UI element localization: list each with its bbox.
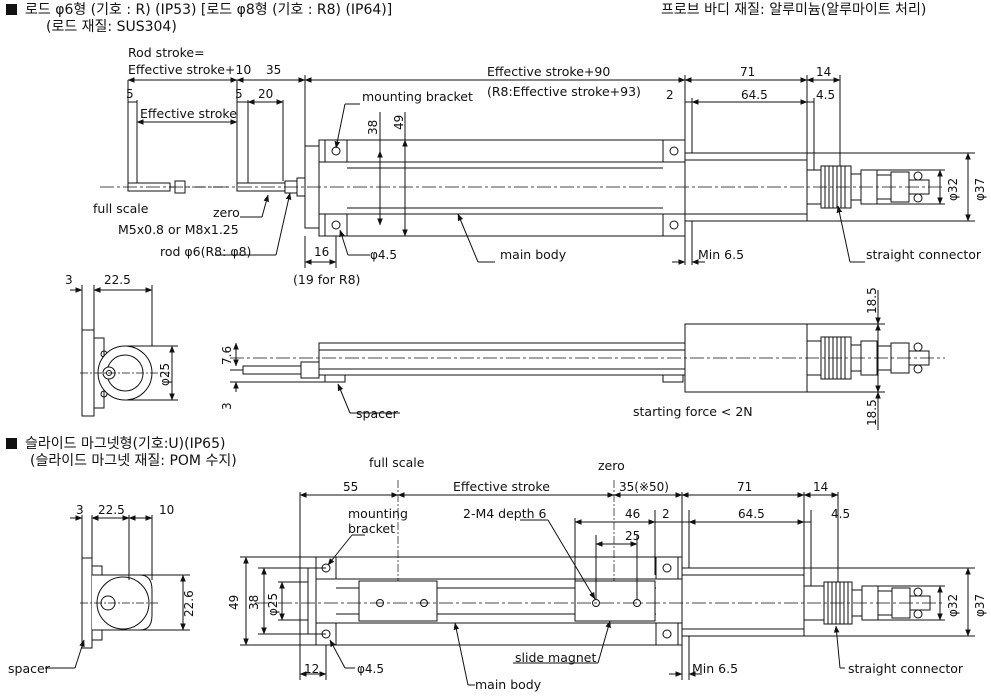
bullet-square-icon [6,438,17,449]
section2-subtitle: (슬라이드 마그넷 재질: POM 수지) [30,453,237,469]
main-body-label: main body [500,247,567,262]
starting-force-label: starting force < 2N [633,404,753,419]
dim-effective-stroke-90: Effective stroke+90 [487,64,610,79]
straight-connector-label: straight connector [866,247,982,262]
rod-diameter-label: rod φ6(R8: φ8) [160,244,251,259]
effective-stroke-label: Effective stroke [140,106,237,121]
dim-phi25: φ25 [158,363,172,386]
dim-14-2: 14 [813,480,828,494]
dim-35: 35 [266,63,281,77]
dim-55: 55 [343,480,358,494]
dim-4-5-2: 4.5 [831,507,850,521]
dim-5b: 5 [235,87,243,101]
dim-phi37: φ37 [973,178,987,201]
full-scale-label: full scale [93,201,149,216]
dim-10: 10 [159,503,174,517]
rod-type-top-view [100,75,975,268]
dim-3-2: 3 [76,503,84,517]
effective-stroke-label-2: Effective stroke [453,479,550,494]
zero-label: zero [213,205,240,220]
rod-type-side-view [70,285,945,430]
dim-49-2: 49 [227,595,241,610]
zero-label-2: zero [598,458,625,473]
dim-22-6: 22.6 [182,590,196,617]
dim-22-5: 22.5 [104,273,131,287]
dim-46: 46 [625,507,640,521]
section1-title: 로드 φ6형 (기호 : R) (IP53) [로드 φ8형 (기호 : R8)… [6,2,392,19]
dim-3b: 3 [220,402,234,410]
bracket-label: bracket [348,521,395,536]
dim-phi32: φ32 [946,178,960,201]
section1-subtitle: (로드 재질: SUS304) [46,19,177,35]
probe-material-note: 프로브 바디 재질: 알루미늄(알루마이트 처리) [661,2,927,18]
mounting-label: mounting [348,506,408,521]
thread-label: M5x0.8 or M8x1.25 [118,222,239,237]
dim-12: 12 [304,662,319,676]
hole-diameter-label: φ4.5 [370,248,397,262]
straight-connector-label-2: straight connector [848,661,964,676]
rod-stroke-label: Rod stroke= [128,45,205,60]
dim-38-2: 38 [247,595,261,610]
hole-diameter-label-2: φ4.5 [357,662,384,676]
dim-5a: 5 [126,87,134,101]
rod-stroke-formula: Effective stroke+10 [128,62,251,77]
dim-20: 20 [258,87,273,101]
mounting-bracket-label: mounting bracket [362,89,473,104]
min-6-5-label: Min 6.5 [698,247,744,262]
for-r8-note: (19 for R8) [293,272,360,287]
dim-71: 71 [740,65,755,79]
dim-64-5: 64.5 [741,88,768,102]
dim-16: 16 [314,245,329,259]
section2-title: 슬라이드 마그넷형(기호:U)(IP65) [6,436,225,453]
dim-phi37-2: φ37 [973,594,987,617]
dim-18-5-top: 18.5 [865,287,879,314]
slide-magnet-label: slide magnet [515,650,596,665]
dim-2-2: 2 [662,507,670,521]
dim-7-6: 7.6 [220,346,234,365]
dim-14: 14 [816,65,831,79]
dim-38: 38 [366,120,380,135]
spacer-label: spacer [356,406,399,421]
dim-25: 25 [625,529,640,543]
full-scale-label-2: full scale [369,455,425,470]
dim-18-5-bottom: 18.5 [865,399,879,426]
dim-22-5-2: 22.5 [98,503,125,517]
dim-3: 3 [65,273,73,287]
dim-2: 2 [666,88,674,102]
main-body-label-2: main body [475,677,542,692]
dim-35-50: 35(※50) [619,480,669,494]
dim-phi25-2: φ25 [266,593,280,616]
tapped-hole-label: 2-M4 depth 6 [463,506,547,521]
dim-71-2: 71 [737,480,752,494]
min-6-5-label-2: Min 6.5 [692,661,738,676]
dim-effective-stroke-93: (R8:Effective stroke+93) [487,84,641,99]
spacer-label-2: spacer [8,661,51,676]
dim-4-5: 4.5 [816,88,835,102]
slide-magnet-type-view [45,480,975,686]
dim-64-5-2: 64.5 [738,507,765,521]
dim-phi32-2: φ32 [946,594,960,617]
bullet-square-icon [6,4,17,15]
dim-49: 49 [392,115,406,130]
